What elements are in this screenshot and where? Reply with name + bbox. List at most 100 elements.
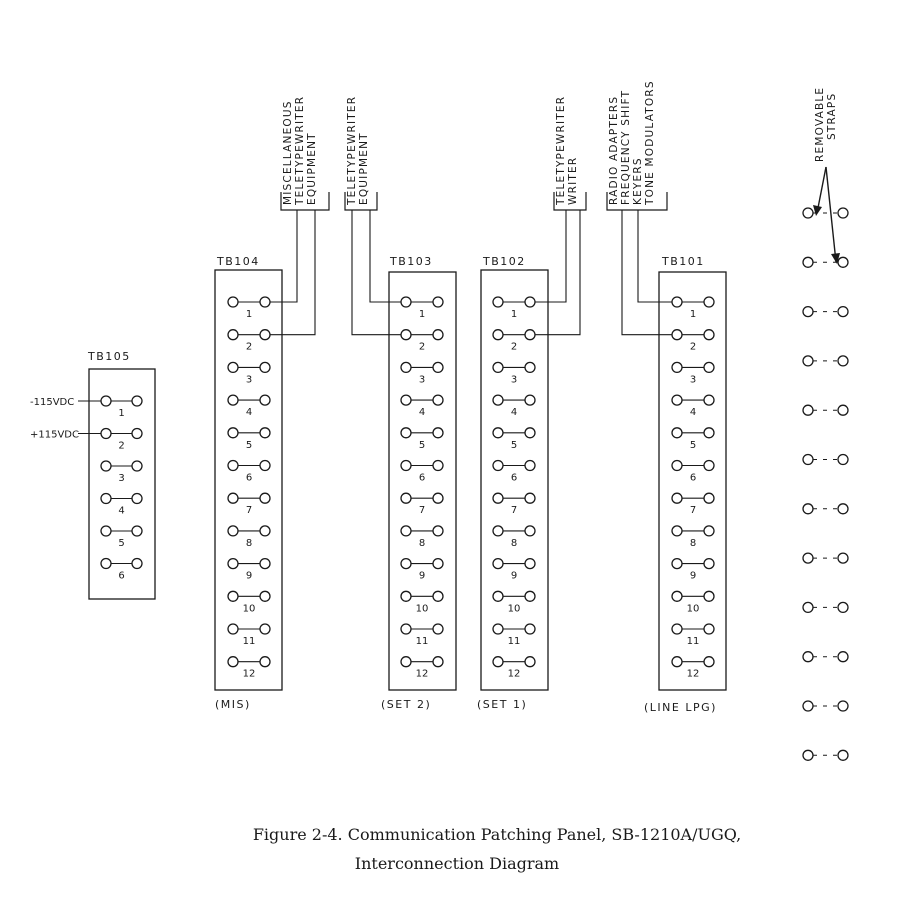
terminal-pair: 9 [492,557,536,582]
terminal-left [671,656,683,668]
terminal-pair: 1 [492,296,536,320]
strap-arrow-1 [816,166,827,214]
terminal-pair: 1 [100,395,143,419]
terminal-pair: 7 [671,492,715,516]
terminal-right [259,427,271,439]
terminal-pair: 5 [227,427,271,451]
strap-terminal-pair [802,207,849,219]
terminal-pair: 5 [671,427,715,451]
strap-terminal-pair [802,700,849,712]
terminal-right [432,329,444,341]
equipment-bracket [280,192,330,211]
terminal-number: 8 [419,538,425,549]
terminal-left [227,361,239,374]
terminal-left [227,329,239,341]
terminal-right [524,525,536,537]
terminal-right [524,459,536,472]
terminal-pair: 1 [227,296,271,320]
strap-terminal-right [837,503,849,515]
terminal-left [492,623,504,635]
equipment-bracket [344,192,378,211]
equipment-label-line: WRITER [567,157,579,205]
strap-terminal-right [837,404,849,416]
terminal-pair: 10 [671,590,715,614]
terminal-number: 1 [419,309,425,320]
terminal-right [703,296,715,308]
terminal-number: 7 [246,505,252,516]
terminal-number: 1 [690,309,696,320]
terminal-number: 5 [419,440,425,451]
power-input-label: -115VDC [30,397,74,408]
terminal-number: 10 [687,603,700,614]
terminal-left [671,459,683,472]
strap-terminal-right [837,700,849,712]
strap-terminal-left [802,404,814,416]
terminal-left [400,427,412,439]
terminal-left [492,361,504,374]
terminal-right [432,656,444,668]
terminal-left [227,296,239,308]
equipment-wire [535,210,581,336]
terminal-left [227,656,239,668]
strap-terminal-pair [802,404,849,416]
terminal-right [131,557,143,570]
terminal-pair: 10 [400,590,444,614]
terminal-right [703,329,715,341]
terminal-number: 5 [511,440,517,451]
strap-terminal-right [837,305,849,318]
board-outline [388,271,457,691]
wiring: -115VDC+115VDC [30,397,101,441]
terminal-right [259,394,271,406]
terminal-pair: 2 [400,329,444,353]
terminal-right [259,459,271,472]
terminal-number: 8 [511,538,517,549]
strap-terminal-left [802,207,814,219]
terminal-left [400,394,412,406]
terminal-right [703,590,715,602]
terminal-number: 7 [511,505,517,516]
terminal-right [131,427,143,440]
terminal-left [492,525,504,537]
terminal-pair: 8 [492,525,536,549]
terminal-number: 12 [243,669,256,680]
terminal-number: 2 [118,441,124,452]
terminal-pair: 10 [227,590,271,614]
strap-terminal-right [837,207,849,219]
equipment-bracket [553,192,587,211]
strap-terminal-left [802,552,814,564]
terminal-pair: 7 [227,492,271,516]
terminal-right [703,525,715,537]
terminal-right [524,557,536,570]
terminal-number: 11 [243,636,256,647]
strap-terminal-pair [802,305,849,318]
terminal-number: 4 [690,407,696,418]
terminal-left [492,656,504,668]
terminal-right [259,557,271,570]
terminal-left [400,459,412,472]
equipment-wire [369,210,401,303]
terminal-left [227,525,239,537]
equipment-label-line: MISCELLANEOUS [282,100,294,205]
terminal-pair: 9 [400,557,444,582]
terminal-number: 6 [511,473,517,484]
board-outline [88,368,156,600]
equipment-label-line: EQUIPMENT [358,132,370,205]
terminal-right [131,395,143,407]
equipment-wire [270,210,298,303]
board-sublabel: (LINE LPG) [644,701,717,714]
terminal-number: 6 [690,473,696,484]
terminal-pair: 8 [227,525,271,549]
terminal-pair: 6 [100,557,143,582]
terminal-pair: 3 [100,460,143,484]
terminal-pair: 5 [100,525,143,549]
strap-terminal-left [802,256,814,268]
board-label: TB104 [216,255,260,268]
terminal-left [671,296,683,308]
terminal-pair: 8 [671,525,715,549]
terminal-left [492,427,504,439]
terminal-pair: 5 [400,427,444,451]
equipment-label-line: KEYERS [632,157,644,205]
terminal-pair: 4 [671,394,715,418]
